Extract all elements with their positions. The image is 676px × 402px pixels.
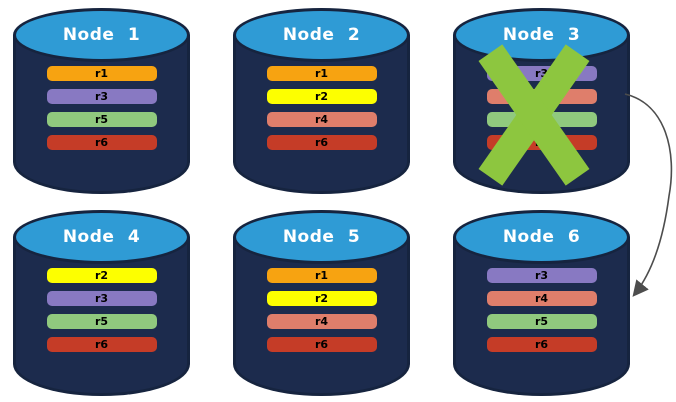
replica-bar: r6 bbox=[46, 135, 157, 150]
node-title: Node 3 bbox=[502, 25, 581, 45]
replica-list: r2 r3 r5 r6 bbox=[46, 268, 157, 352]
node-5: Node 5 r1 r2 r4 r6 bbox=[233, 210, 410, 396]
replica-list: r1 r3 r5 r6 bbox=[46, 66, 157, 150]
cylinder-top bbox=[13, 8, 190, 62]
node-4: Node 4 r2 r3 r5 r6 bbox=[13, 210, 190, 396]
node-title: Node 1 bbox=[62, 25, 141, 45]
replica-bar: r1 bbox=[46, 66, 157, 81]
cylinder-top bbox=[453, 210, 630, 264]
replica-list: r3 r4 r5 r6 bbox=[486, 268, 597, 352]
replica-bar: r4 bbox=[486, 291, 597, 306]
node-3: Node 3 r3 r4 r5 r6 bbox=[453, 8, 630, 194]
replica-bar: r5 bbox=[46, 314, 157, 329]
node-grid: Node 1 r1 r3 r5 r6 Node 2 r1 r2 r4 r6 No… bbox=[13, 8, 630, 396]
node-6: Node 6 r3 r4 r5 r6 bbox=[453, 210, 630, 396]
replica-bar: r1 bbox=[266, 268, 377, 283]
node-title: Node 5 bbox=[282, 227, 361, 247]
node-2: Node 2 r1 r2 r4 r6 bbox=[233, 8, 410, 194]
replica-bar: r3 bbox=[486, 268, 597, 283]
replica-bar: r2 bbox=[46, 268, 157, 283]
replica-list: r1 r2 r4 r6 bbox=[266, 268, 377, 352]
cylinder-top bbox=[13, 210, 190, 264]
replica-bar: r2 bbox=[266, 89, 377, 104]
replica-bar: r4 bbox=[266, 314, 377, 329]
replica-bar: r5 bbox=[486, 314, 597, 329]
replica-bar: r6 bbox=[486, 337, 597, 352]
replica-bar: r4 bbox=[266, 112, 377, 127]
replica-bar: r1 bbox=[266, 66, 377, 81]
node-title: Node 2 bbox=[282, 25, 361, 45]
node-title: Node 4 bbox=[62, 227, 141, 247]
replica-bar: r5 bbox=[46, 112, 157, 127]
replica-bar: r6 bbox=[266, 135, 377, 150]
replica-bar: r6 bbox=[266, 337, 377, 352]
node-1: Node 1 r1 r3 r5 r6 bbox=[13, 8, 190, 194]
replica-list: r1 r2 r4 r6 bbox=[266, 66, 377, 150]
replica-bar: r3 bbox=[46, 89, 157, 104]
replica-bar: r2 bbox=[266, 291, 377, 306]
cylinder-top bbox=[453, 8, 630, 62]
cylinder-top bbox=[233, 210, 410, 264]
cylinder-top bbox=[233, 8, 410, 62]
replica-bar: r6 bbox=[46, 337, 157, 352]
node-title: Node 6 bbox=[502, 227, 581, 247]
replica-bar: r3 bbox=[46, 291, 157, 306]
